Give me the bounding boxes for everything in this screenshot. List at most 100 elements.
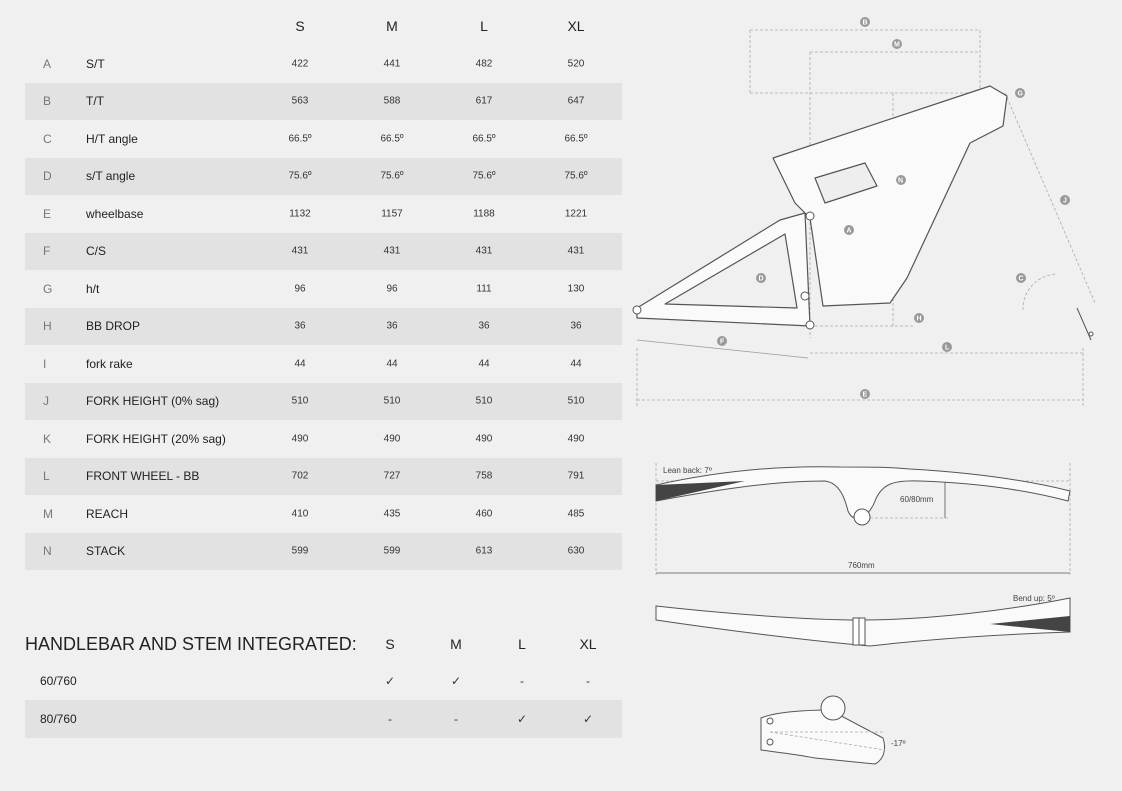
row-value-m: 44 <box>386 358 398 370</box>
row-value-s: 490 <box>291 433 309 445</box>
row-value-l: 44 <box>478 358 490 370</box>
row-value-l: 66.5º <box>472 133 496 145</box>
row-value-m: 510 <box>383 395 401 407</box>
row-value-xl: 647 <box>567 95 585 107</box>
row-value-s: 431 <box>291 245 309 257</box>
row-value-xl: 36 <box>570 320 582 332</box>
width-label: 760mm <box>848 561 875 570</box>
size-header-s: S <box>295 18 305 34</box>
row-label: S/T <box>86 56 105 71</box>
row-value-l: 617 <box>475 95 493 107</box>
geometry-header: S M L XL <box>25 8 622 45</box>
hb-size-m: M <box>450 636 462 652</box>
hb-mark: - <box>454 712 458 726</box>
row-value-xl: 520 <box>567 58 585 70</box>
row-letter: F <box>43 244 51 259</box>
row-value-xl: 510 <box>567 395 585 407</box>
frame-diagram: B M G N J A D C H F L E <box>632 17 1096 406</box>
marker-b: B <box>863 20 868 27</box>
marker-c: C <box>1019 276 1024 283</box>
row-letter: J <box>43 394 49 409</box>
row-letter: M <box>43 506 53 521</box>
row-value-l: 431 <box>475 245 493 257</box>
marker-a: A <box>847 228 852 235</box>
row-value-s: 422 <box>291 58 309 70</box>
hb-row-label: 80/760 <box>40 712 77 726</box>
row-label: s/T angle <box>86 169 136 184</box>
row-label: BB DROP <box>86 319 141 334</box>
row-value-m: 1157 <box>381 208 403 220</box>
row-value-s: 96 <box>294 283 306 295</box>
handlebar-table: HANDLEBAR AND STEM INTEGRATED: S M L XL … <box>25 622 622 738</box>
row-value-s: 510 <box>291 395 309 407</box>
row-value-s: 1132 <box>289 208 311 220</box>
row-label: FORK HEIGHT (0% sag) <box>86 394 220 409</box>
row-value-xl: 75.6º <box>564 170 588 182</box>
row-value-m: 727 <box>383 470 401 482</box>
row-letter: L <box>43 469 50 484</box>
row-letter: C <box>43 131 52 146</box>
row-label: REACH <box>86 506 129 521</box>
row-label: FRONT WHEEL - BB <box>86 469 200 484</box>
rise-label: 60/80mm <box>900 495 934 504</box>
hb-row-80: 80/760 - - ✓ ✓ <box>25 700 622 738</box>
marker-f: F <box>720 339 725 346</box>
marker-j: J <box>1063 198 1067 205</box>
row-label: wheelbase <box>86 206 144 221</box>
marker-d: D <box>759 276 764 283</box>
marker-e: E <box>863 392 868 399</box>
marker-h: H <box>917 316 922 323</box>
row-value-m: 96 <box>386 283 398 295</box>
row-value-xl: 791 <box>567 470 585 482</box>
size-header-l: L <box>480 18 488 34</box>
row-label: H/T angle <box>86 131 138 146</box>
row-value-m: 75.6º <box>380 170 404 182</box>
row-value-s: 36 <box>294 320 306 332</box>
row-value-l: 460 <box>475 508 493 520</box>
row-letter: G <box>43 281 53 296</box>
row-value-s: 75.6º <box>288 170 312 182</box>
row-value-xl: 490 <box>567 433 585 445</box>
stem-diagram: -17º <box>760 695 906 765</box>
row-value-l: 510 <box>475 395 493 407</box>
row-letter: B <box>43 94 52 109</box>
row-value-m: 599 <box>383 545 401 557</box>
hb-mark: - <box>388 712 392 726</box>
row-letter: I <box>43 356 47 371</box>
row-value-s: 44 <box>294 358 306 370</box>
handlebar-front-diagram: Bend up: 5º <box>655 594 1071 647</box>
hb-mark: - <box>520 674 524 688</box>
row-label: h/t <box>86 281 100 296</box>
hb-row-label: 60/760 <box>40 674 77 688</box>
row-letter: K <box>43 431 52 446</box>
row-letter: A <box>43 56 52 71</box>
lean-back-label: Lean back: 7º <box>663 466 712 475</box>
row-value-xl: 431 <box>567 245 585 257</box>
row-label: STACK <box>86 544 126 559</box>
row-label: C/S <box>86 244 107 259</box>
row-letter: N <box>43 544 52 559</box>
size-header-m: M <box>386 18 398 34</box>
row-value-l: 36 <box>478 320 490 332</box>
marker-g: G <box>1018 91 1024 98</box>
handlebar-top-diagram: Lean back: 7º 60/80mm 760mm <box>655 463 1071 575</box>
row-label: FORK HEIGHT (20% sag) <box>86 431 226 446</box>
row-value-l: 482 <box>475 58 493 70</box>
row-value-m: 36 <box>386 320 398 332</box>
row-value-m: 431 <box>383 245 401 257</box>
row-value-m: 490 <box>383 433 401 445</box>
handlebar-header: HANDLEBAR AND STEM INTEGRATED: S M L XL <box>25 622 622 662</box>
row-value-s: 66.5º <box>288 133 312 145</box>
